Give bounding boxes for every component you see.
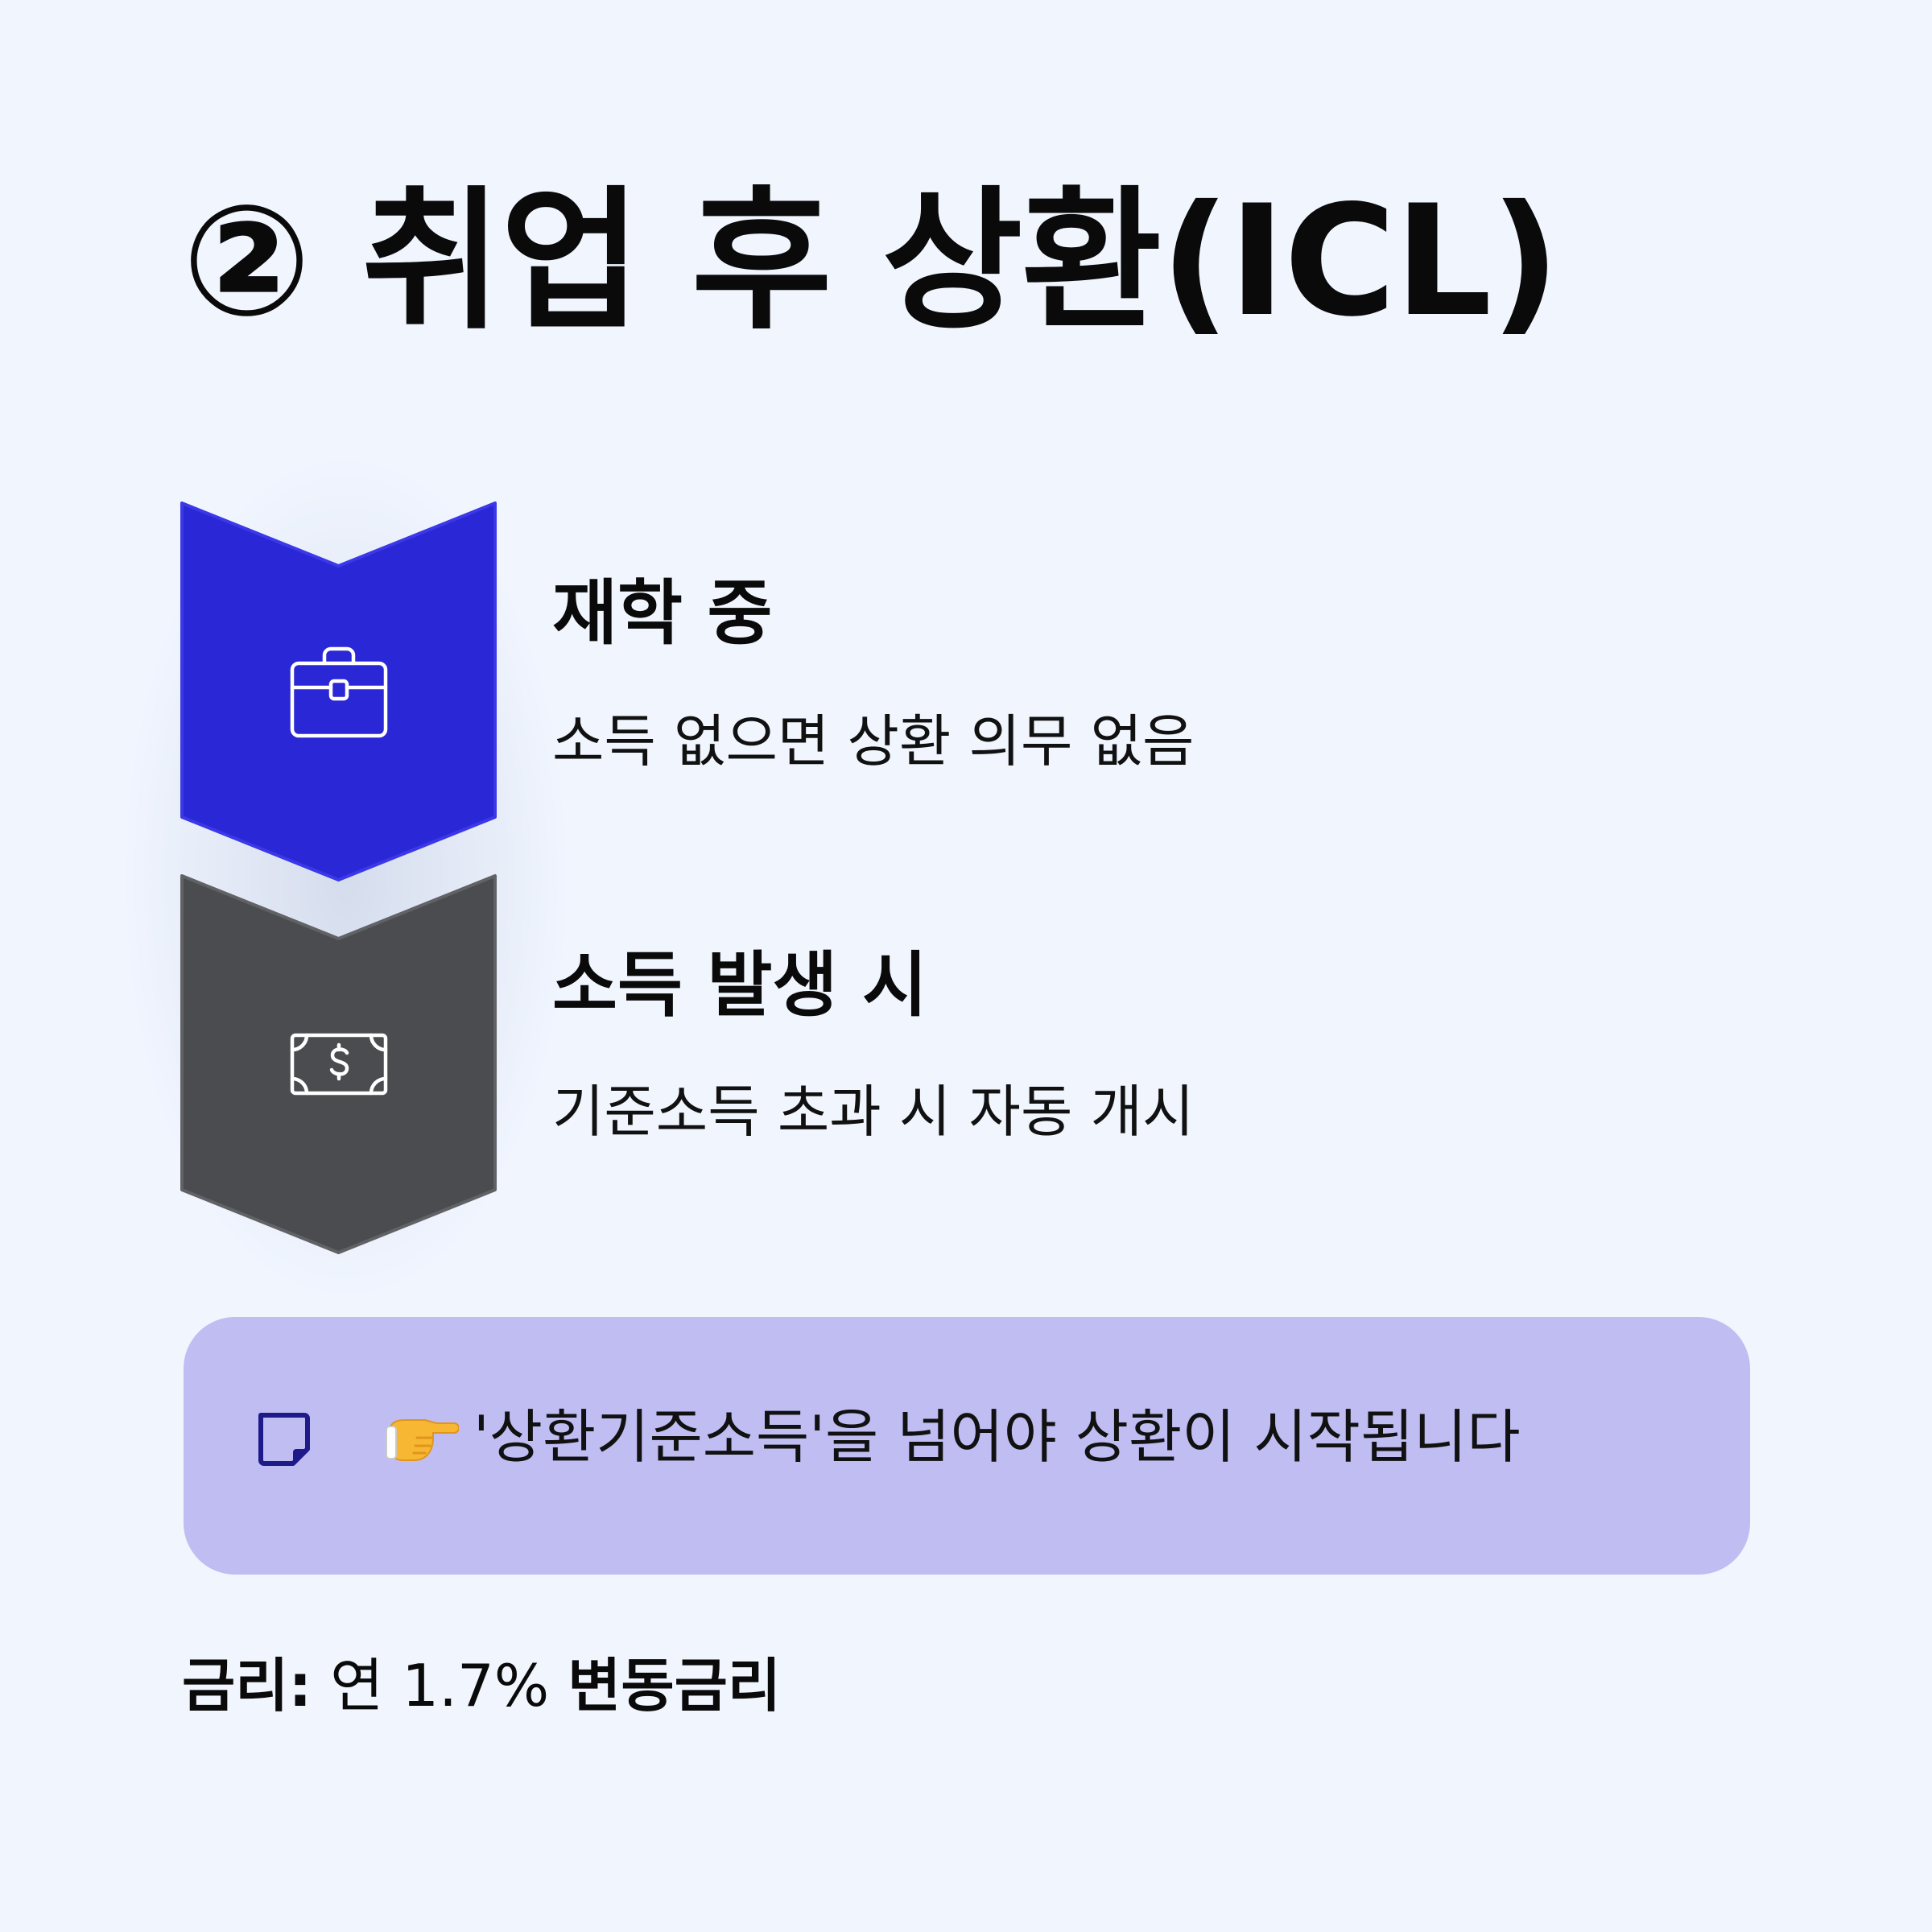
rate-label: 금리:	[182, 1652, 312, 1719]
callout-message: '상환기준소득'을 넘어야 상환이 시작됩니다	[385, 1407, 1521, 1466]
step-description-study: 소득 없으면 상환 의무 없음	[552, 708, 1195, 774]
callout-box	[184, 1317, 1750, 1575]
money-bill-icon	[289, 1013, 389, 1113]
step-title-study: 재학 중	[552, 572, 773, 654]
note-icon	[254, 1410, 312, 1468]
page-title: ② 취업 후 상환(ICL)	[182, 172, 1560, 350]
rate-value: 연 1.7%	[330, 1652, 550, 1719]
callout-text: '상환기준소득'을 넘어야 상환이 시작됩니다	[473, 1403, 1521, 1471]
briefcase-icon	[289, 644, 389, 744]
pointing-hand-icon	[385, 1407, 460, 1465]
interest-rate: 금리: 연 1.7% 변동금리	[182, 1657, 781, 1715]
step-title-income: 소득 발생 시	[552, 943, 928, 1026]
step-chevron-study	[180, 502, 497, 881]
rate-type: 변동금리	[568, 1652, 782, 1719]
step-description-income: 기준소득 초과 시 자동 개시	[552, 1079, 1195, 1145]
step-chevron-income	[180, 874, 497, 1254]
